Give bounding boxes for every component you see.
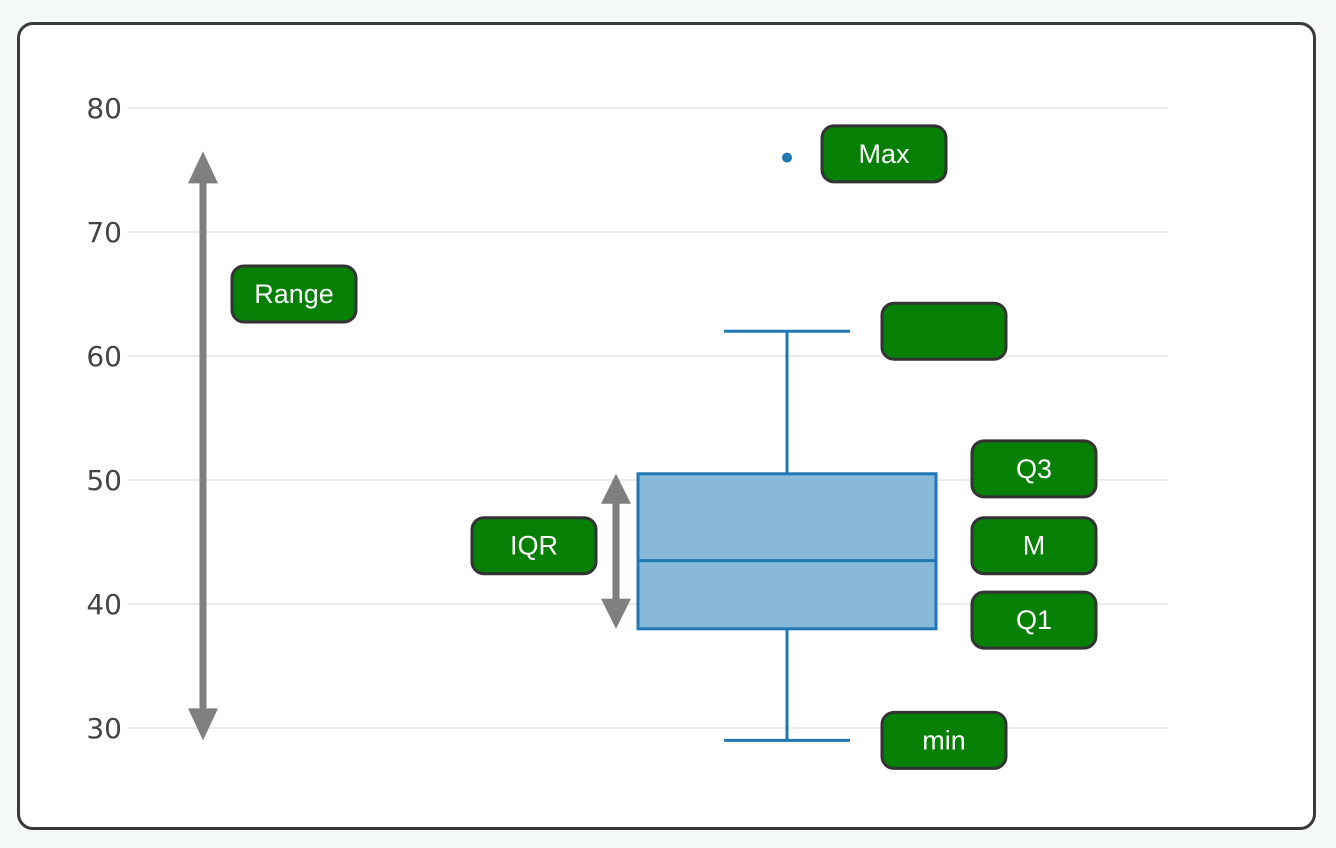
range-label-pill xyxy=(230,264,358,324)
max-label-pill xyxy=(820,124,948,184)
y-tick-label: 50 xyxy=(86,464,122,497)
median-label-pill xyxy=(970,516,1098,576)
min-label-text: min xyxy=(922,725,966,755)
max-label-text: Max xyxy=(858,139,910,169)
q3-label-text: Q3 xyxy=(1016,454,1052,484)
y-tick-label: 30 xyxy=(86,712,122,745)
range-arrow-arrowhead-down xyxy=(188,708,218,741)
y-tick-label: 70 xyxy=(86,216,122,249)
median-label-text: M xyxy=(1023,531,1046,561)
q3-label-pill xyxy=(970,439,1098,499)
upper-whisker-label-pill xyxy=(880,301,1008,361)
outlier-point xyxy=(782,152,792,163)
q1-label-pill xyxy=(970,590,1098,650)
q1-label-text: Q1 xyxy=(1016,605,1052,635)
range-label-text: Range xyxy=(254,279,334,309)
iqr-label-pill xyxy=(470,516,598,576)
chart-frame xyxy=(17,22,1316,830)
y-tick-label: 80 xyxy=(86,92,122,125)
y-tick-label: 40 xyxy=(86,588,122,621)
min-label-pill xyxy=(880,710,1008,770)
iqr-label-text: IQR xyxy=(510,531,558,561)
y-tick-label: 60 xyxy=(86,340,122,373)
iqr-box xyxy=(636,472,938,631)
range-arrow-arrowhead-up xyxy=(188,151,218,184)
iqr-arrow-arrowhead-up xyxy=(601,473,631,504)
iqr-arrow-arrowhead-down xyxy=(601,598,631,629)
